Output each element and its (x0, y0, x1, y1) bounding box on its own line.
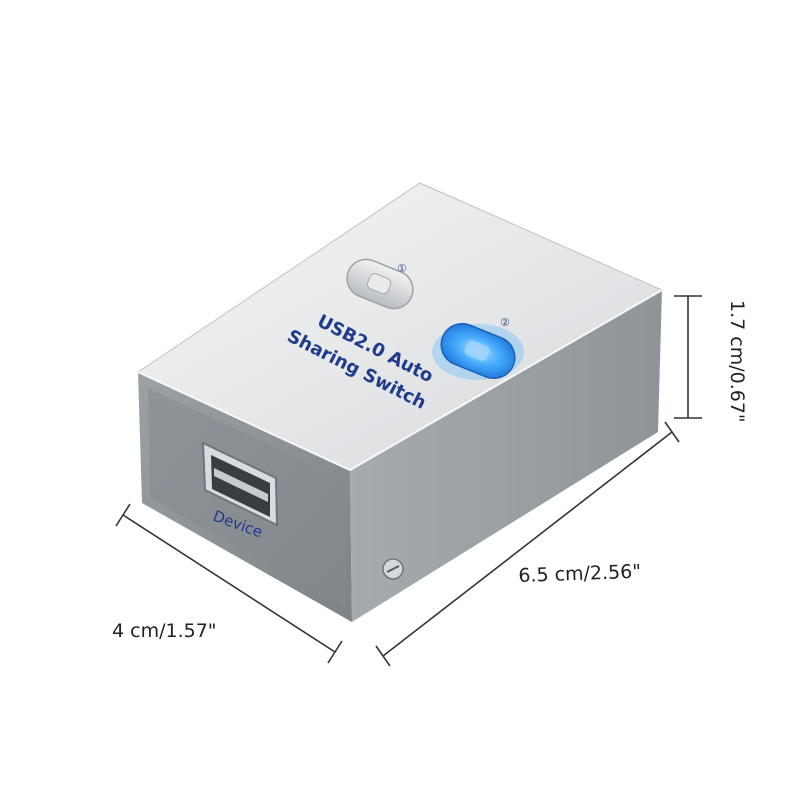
switch-button-2-led[interactable] (432, 317, 524, 384)
dimension-height-label: 1.7 cm/0.67" (726, 300, 748, 423)
top-edge-highlight (137, 289, 663, 472)
indicator-2-label: ② (500, 316, 510, 329)
dimension-width-line (115, 503, 343, 664)
switch-button-1[interactable] (341, 254, 418, 315)
dimension-length-line (375, 421, 680, 667)
dimension-width-label: 4 cm/1.57" (112, 620, 217, 642)
dimension-height-line (674, 295, 702, 419)
dimension-length-label: 6.5 cm/2.56" (518, 560, 642, 587)
right-side-face (350, 290, 662, 622)
screw-icon (382, 558, 404, 580)
usb-port (201, 441, 279, 527)
indicator-1-label: ① (397, 262, 407, 275)
